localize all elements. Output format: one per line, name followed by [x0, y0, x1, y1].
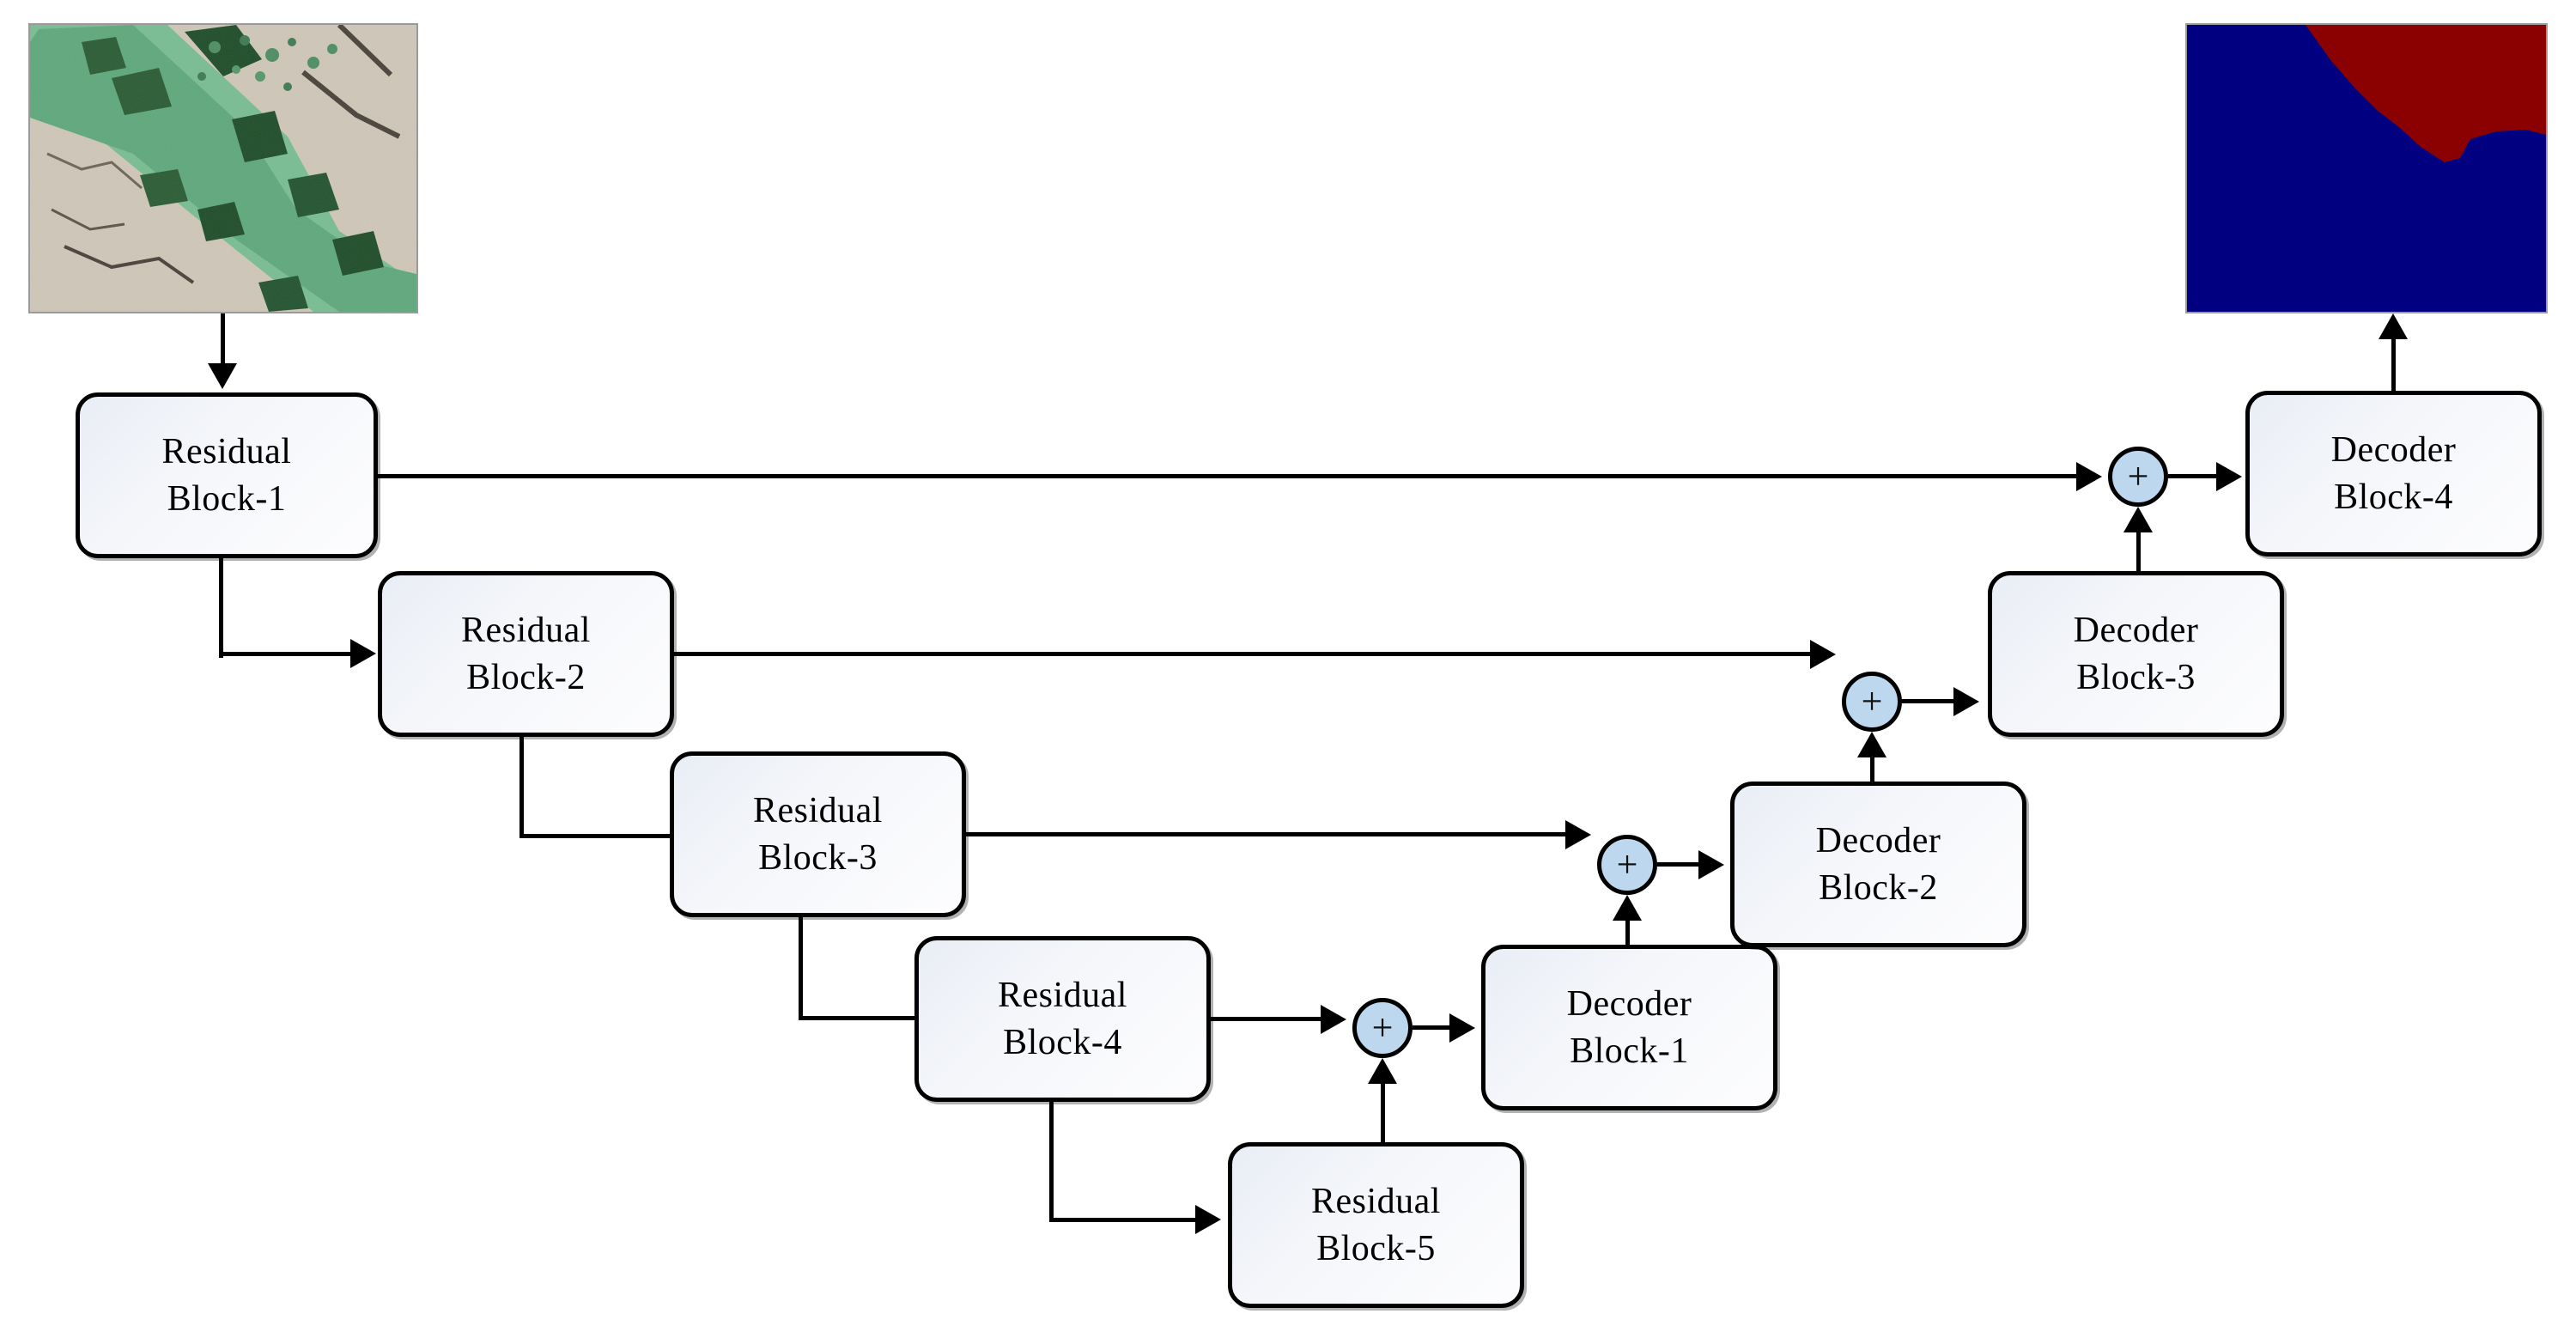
connector-rb1-to-rb2-vertical — [219, 558, 223, 658]
arrowhead-db4-to-output — [2379, 313, 2408, 339]
connector-db4-to-output — [2391, 339, 2396, 391]
connector-rb4-to-rb5-vertical — [1049, 1102, 1054, 1222]
input-image-graphic — [30, 25, 416, 312]
add-node-1-symbol: + — [1371, 1007, 1394, 1049]
arrowhead-add1-to-db1 — [1449, 1013, 1475, 1043]
connector-db3-to-add4 — [2136, 532, 2141, 575]
arrowhead-add4-to-db4 — [2216, 462, 2242, 491]
connector-add1-to-db1 — [1413, 1025, 1451, 1030]
arrowhead-add3-to-db3 — [1953, 687, 1979, 716]
arrowhead-rb4-to-add1 — [1321, 1005, 1346, 1034]
output-mask-graphic — [2187, 25, 2546, 312]
arrowhead-rb2-to-add3 — [1810, 640, 1836, 669]
residual-block-1[interactable]: Residual Block-1 — [76, 392, 378, 558]
residual-block-2-label: Residual Block-2 — [461, 610, 591, 697]
connector-db2-to-add3 — [1870, 757, 1874, 785]
input-image — [28, 23, 418, 313]
skip-connector-rb3-to-add2 — [966, 832, 1567, 836]
skip-connector-rb4-to-add1 — [1211, 1017, 1322, 1021]
arrowhead-rb5-to-add1 — [1368, 1058, 1397, 1084]
arrowhead-rb3-to-add2 — [1565, 820, 1591, 849]
decoder-block-4-label: Decoder Block-4 — [2330, 429, 2457, 517]
decoder-block-3[interactable]: Decoder Block-3 — [1988, 571, 2284, 737]
connector-add3-to-db3 — [1902, 699, 1955, 703]
residual-block-4[interactable]: Residual Block-4 — [914, 936, 1211, 1102]
arrowhead-db1-to-add2 — [1613, 895, 1642, 921]
add-node-2-symbol: + — [1616, 843, 1638, 885]
arrowhead-input-to-rb1 — [208, 363, 237, 389]
arrowhead-rb4-to-rb5 — [1195, 1205, 1221, 1234]
residual-block-5-label: Residual Block-5 — [1311, 1181, 1441, 1268]
skip-connector-rb2-to-add3 — [674, 652, 1812, 656]
skip-connector-rb1-to-add4 — [378, 474, 2078, 478]
decoder-block-1-label: Decoder Block-1 — [1566, 983, 1692, 1071]
add-node-4[interactable]: + — [2108, 447, 2168, 507]
connector-add4-to-db4 — [2168, 474, 2218, 478]
decoder-block-3-label: Decoder Block-3 — [2073, 610, 2199, 697]
decoder-block-2[interactable]: Decoder Block-2 — [1730, 782, 2026, 947]
connector-rb2-to-rb3-vertical — [519, 737, 524, 838]
arrowhead-db3-to-add4 — [2123, 507, 2153, 532]
connector-rb2-to-rb3-horizontal — [519, 834, 674, 838]
connector-db1-to-add2 — [1625, 921, 1630, 948]
residual-block-2[interactable]: Residual Block-2 — [378, 571, 674, 737]
arrowhead-rb1-to-rb2 — [350, 639, 376, 668]
add-node-1[interactable]: + — [1352, 998, 1413, 1058]
connector-rb3-to-rb4-horizontal — [799, 1016, 919, 1020]
residual-block-5[interactable]: Residual Block-5 — [1228, 1142, 1524, 1308]
decoder-block-1[interactable]: Decoder Block-1 — [1481, 945, 1777, 1110]
add-node-4-symbol: + — [2127, 455, 2149, 497]
connector-rb3-to-rb4-vertical — [799, 917, 803, 1020]
arrowhead-rb1-to-add4 — [2076, 462, 2102, 491]
connector-rb4-to-rb5-horizontal — [1049, 1218, 1197, 1222]
decoder-block-4[interactable]: Decoder Block-4 — [2245, 391, 2542, 557]
residual-block-1-label: Residual Block-1 — [161, 431, 292, 519]
residual-block-4-label: Residual Block-4 — [998, 975, 1127, 1062]
arrowhead-db2-to-add3 — [1857, 732, 1886, 757]
add-node-3-symbol: + — [1861, 680, 1883, 722]
output-segmentation-mask — [2185, 23, 2548, 313]
connector-input-to-rb1 — [221, 313, 225, 365]
connector-rb1-to-rb2-horizontal — [219, 652, 352, 656]
residual-block-3[interactable]: Residual Block-3 — [670, 751, 966, 917]
arrowhead-add2-to-db2 — [1698, 850, 1724, 879]
residual-block-3-label: Residual Block-3 — [753, 790, 883, 878]
connector-add2-to-db2 — [1657, 862, 1700, 867]
decoder-block-2-label: Decoder Block-2 — [1815, 820, 1941, 908]
connector-rb5-to-add1 — [1381, 1084, 1385, 1144]
add-node-3[interactable]: + — [1842, 672, 1902, 732]
add-node-2[interactable]: + — [1597, 835, 1657, 895]
